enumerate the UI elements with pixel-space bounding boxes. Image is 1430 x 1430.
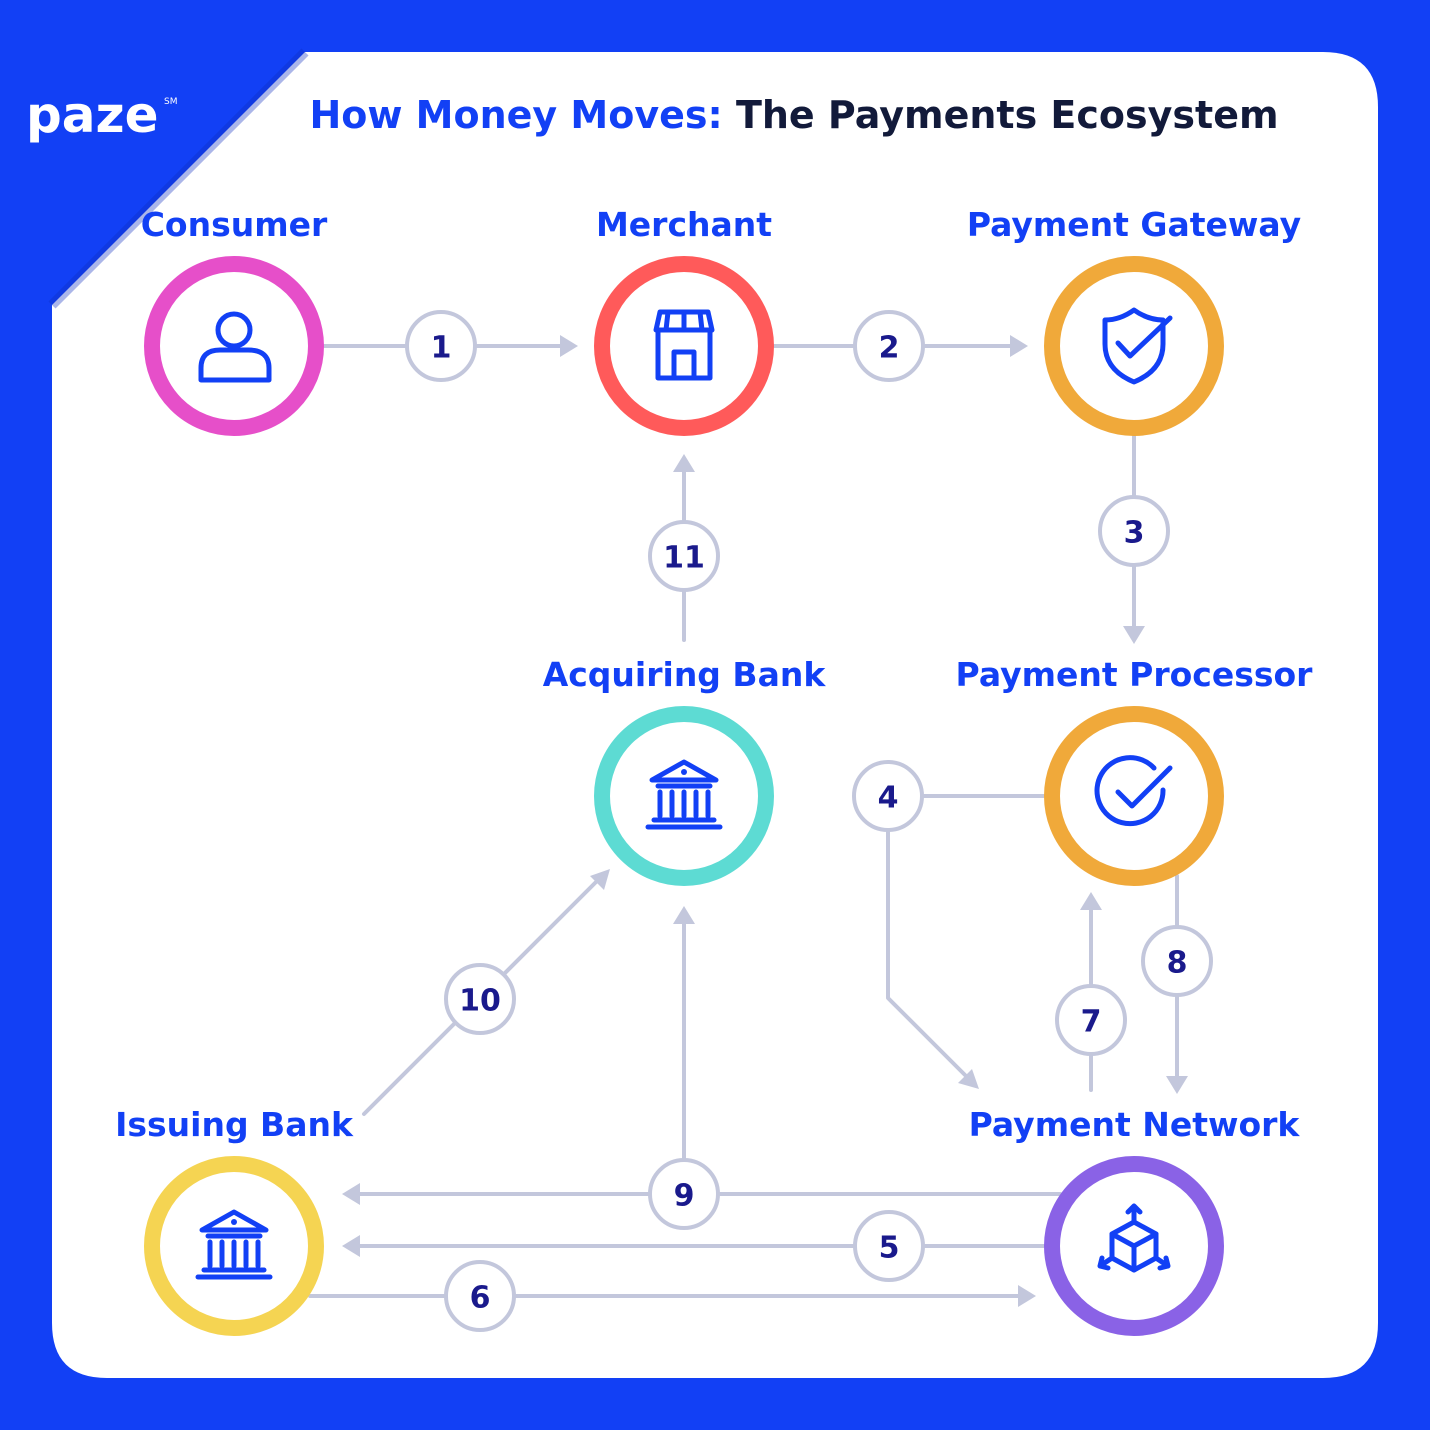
logo-wordmark: paze: [26, 86, 159, 144]
person-icon: [198, 311, 272, 383]
network-cube-icon: [1097, 1203, 1171, 1273]
step-badge: 3: [1098, 495, 1170, 567]
arrowhead-step-7: [1080, 892, 1102, 910]
node-ring: [1044, 706, 1224, 886]
node-label: Payment Network: [969, 1105, 1301, 1144]
step-number: 6: [470, 1281, 491, 1316]
arrowhead-step-9-branch: [673, 906, 695, 924]
page-title: How Money Moves: The Payments Ecosystem: [309, 93, 1278, 137]
step-number: 9: [674, 1179, 695, 1214]
step-badge: 11: [648, 520, 720, 592]
arrowhead-step-9: [342, 1183, 360, 1205]
node-merchant: Merchant: [594, 205, 774, 436]
node-label: Consumer: [141, 205, 328, 244]
node-consumer: Consumer: [141, 205, 328, 436]
node-ring: [594, 256, 774, 436]
node-ring: [1044, 256, 1224, 436]
card-corner-shadow: [48, 48, 309, 309]
arrowhead-step-10: [590, 869, 610, 890]
node-label: Merchant: [596, 205, 772, 244]
paze-logo: paze SM: [26, 86, 177, 144]
step-badge: 2: [853, 310, 925, 382]
step-badge: 6: [444, 1260, 516, 1332]
title-highlight: How Money Moves:: [309, 93, 722, 137]
arrowhead-step-11: [673, 454, 695, 472]
step-number: 2: [879, 331, 900, 366]
arrowhead-step-8: [1166, 1076, 1188, 1094]
step-badges: 1 2 3 4 5 6 7 8 9 10 11: [405, 310, 1213, 1332]
arrowhead-step-6: [1018, 1285, 1036, 1307]
node-label: Acquiring Bank: [543, 655, 827, 694]
step-number: 10: [459, 984, 501, 1019]
node-payment-gateway: Payment Gateway: [967, 205, 1301, 436]
bank-icon: [645, 759, 723, 830]
step-badge: 9: [648, 1158, 720, 1230]
node-acquiring-bank: Acquiring Bank: [543, 655, 827, 886]
logo-trademark: SM: [164, 97, 177, 107]
arrowhead-step-3: [1123, 626, 1145, 644]
step-badge: 10: [444, 963, 516, 1035]
circle-check-icon: [1094, 755, 1173, 827]
node-label: Payment Gateway: [967, 205, 1301, 244]
node-payment-network: Payment Network: [969, 1105, 1301, 1336]
storefront-icon: [653, 309, 715, 381]
step-number: 7: [1081, 1005, 1102, 1040]
step-number: 11: [663, 541, 705, 576]
node-label: Payment Processor: [956, 655, 1314, 694]
arrowhead-step-4: [958, 1069, 979, 1089]
step-number: 3: [1124, 516, 1145, 551]
shield-check-icon: [1102, 307, 1173, 385]
step-badge: 5: [853, 1210, 925, 1282]
step-number: 5: [879, 1231, 900, 1266]
connector-step-4: [886, 794, 1046, 1078]
arrowhead-step-5: [342, 1235, 360, 1257]
arrowhead-step-2: [1010, 335, 1028, 357]
step-badge: 4: [852, 760, 924, 832]
node-label: Issuing Bank: [115, 1105, 354, 1144]
step-badge: 1: [405, 310, 477, 382]
node-payment-processor: Payment Processor: [956, 655, 1314, 886]
step-number: 1: [431, 331, 452, 366]
step-number: 8: [1167, 946, 1188, 981]
step-number: 4: [878, 781, 899, 816]
step-badge: 7: [1055, 984, 1127, 1056]
arrowhead-step-1: [560, 335, 578, 357]
title-rest: The Payments Ecosystem: [723, 93, 1279, 137]
step-badge: 8: [1141, 925, 1213, 997]
node-issuing-bank: Issuing Bank: [115, 1105, 354, 1336]
bank-icon: [195, 1209, 273, 1280]
